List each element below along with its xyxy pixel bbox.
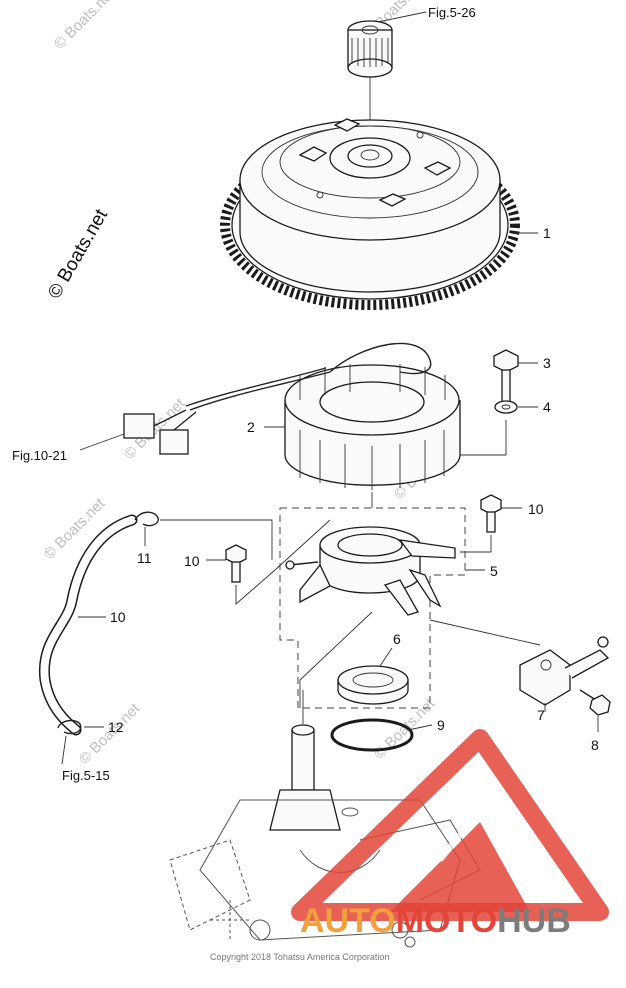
watermark-text: © Boats.net [41,495,109,563]
watermark-text: © Boats.net [371,695,439,763]
hose-clip-top [134,511,159,527]
brand-wordmark: AUTOMOTOHUB [300,902,571,940]
stator-bolt [493,349,519,403]
brand-logo [291,729,609,921]
part-number-12: 11 [137,550,152,566]
part-number-11: 10 [110,609,126,625]
crankcase [169,724,481,948]
watermark-main: © Boats.net [44,205,112,302]
watermark-text: © Boats.net [51,0,119,53]
part-number-7: 7 [537,707,545,723]
stator-harness [123,342,432,455]
washer [494,400,518,414]
part-number-2: 2 [247,419,255,435]
hose-clip-bottom [57,719,82,735]
part-number-5: 5 [490,563,498,579]
part-number-4: 4 [543,399,551,415]
part-number-10: 10 [528,501,544,517]
figure-ref-top: Fig.5-26 [428,5,476,20]
figure-ref-bottom: Fig.5-15 [62,768,110,783]
pulser-screw [579,689,611,716]
part-number-10-left: 10 [184,553,200,569]
oil-seal [337,665,409,705]
assembly-bolt-right [480,494,502,533]
coil-base [285,526,456,616]
o-ring [330,718,414,752]
part-number-3: 3 [543,355,551,371]
part-number-6: 6 [393,631,401,647]
flywheel [220,118,520,310]
part-number-12-bottom: 12 [108,719,124,735]
brand-part-auto: AUTO [300,902,396,940]
part-number-9: 9 [437,717,445,733]
hose [40,516,136,734]
part-number-8: 8 [591,737,599,753]
stator [284,364,461,490]
assembly-outline [279,507,466,709]
copyright-text: Copyright 2018 Tohatsu America Corporati… [210,952,389,962]
figure-ref-left: Fig.10-21 [12,448,67,463]
pulser-coil [519,636,610,706]
part-number-1: 1 [543,225,551,241]
brand-part-moto: MOTO [396,902,497,940]
brand-part-hub: HUB [497,902,571,940]
assembly-bolt-left [225,544,247,583]
